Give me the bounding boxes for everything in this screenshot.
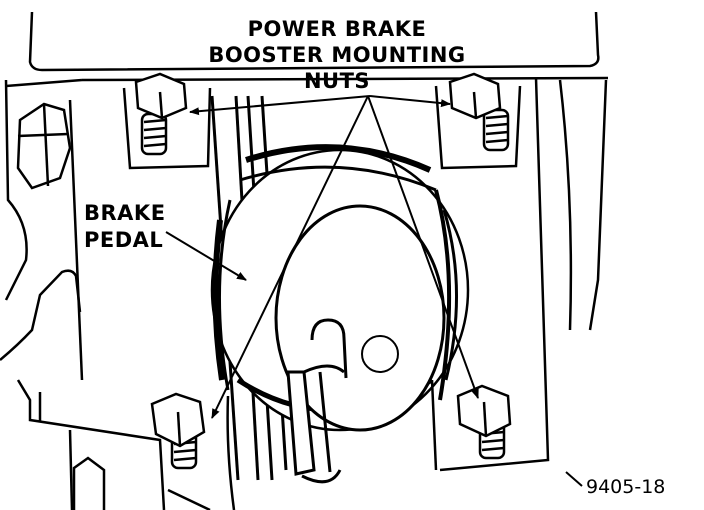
left-dash-structure xyxy=(0,79,211,510)
arrow-to-top-right-nut xyxy=(369,95,451,108)
booster-nuts-label: POWER BRAKE BOOSTER MOUNTING NUTS xyxy=(206,16,468,94)
brake-pedal-label: BRAKE PEDAL xyxy=(84,200,166,254)
leader-arrows xyxy=(165,95,583,487)
booster-nuts-label-line1: POWER BRAKE xyxy=(247,17,427,41)
booster-body xyxy=(210,144,470,484)
booster-nuts-label-line2: BOOSTER MOUNTING xyxy=(208,43,466,67)
figure-leader xyxy=(565,471,583,487)
brake-pedal-label-line1: BRAKE xyxy=(84,201,166,225)
arrow-to-top-left-nut xyxy=(189,95,371,116)
arrow-to-brake-pedal xyxy=(165,231,247,281)
mounting-plates xyxy=(122,85,522,170)
mounting-nut-bottom-right xyxy=(456,384,512,460)
figure-number: 9405-18 xyxy=(586,476,666,498)
arrow-to-bottom-right-nut xyxy=(367,95,479,399)
brake-pedal-label-line2: PEDAL xyxy=(84,228,164,252)
booster-nuts-label-line3: NUTS xyxy=(303,69,371,93)
pedal-support-bracket xyxy=(226,77,608,510)
mounting-nut-bottom-left xyxy=(150,392,206,470)
side-hex-nut xyxy=(16,102,72,190)
mounting-nut-top-left xyxy=(134,72,188,156)
mounting-nut-top-right xyxy=(448,72,510,152)
arrow-to-bottom-left-nut xyxy=(211,95,369,419)
